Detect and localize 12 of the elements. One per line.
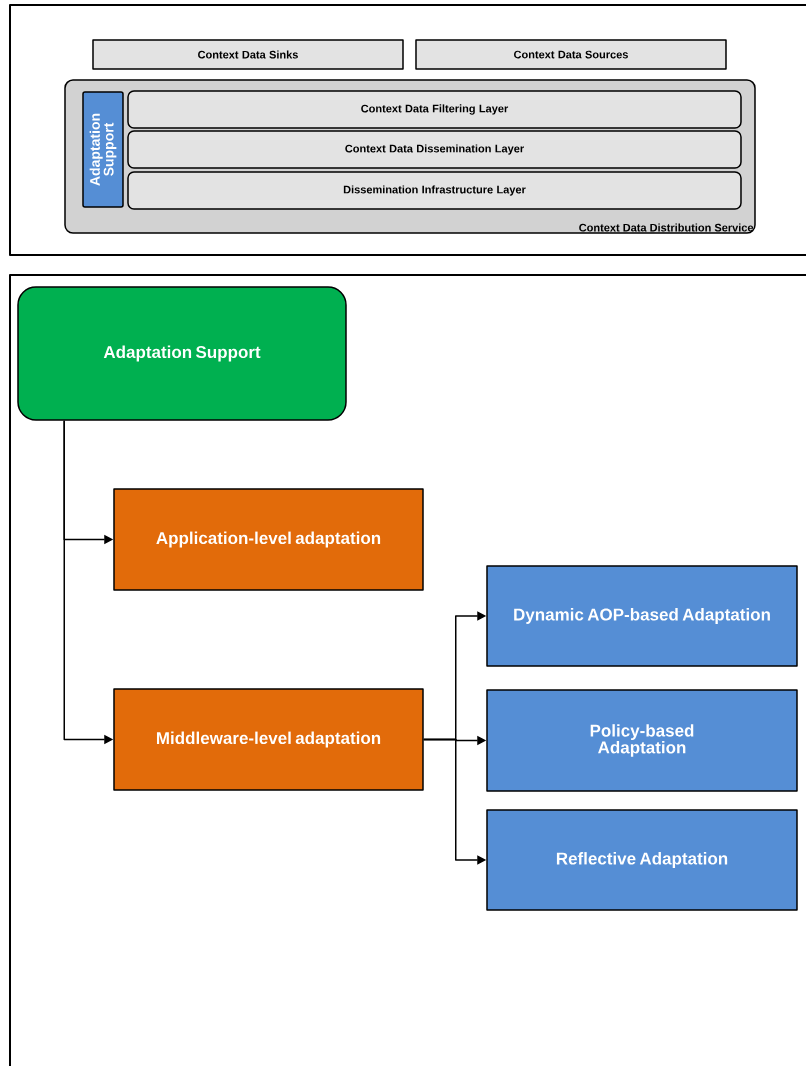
process-box: Dynamic AOP-based Adaptation	[486, 565, 798, 667]
adaptation-box: Adaptation Support	[82, 91, 124, 208]
layer-box: Context Data Filtering Layer	[127, 90, 742, 129]
process-box: Reflective Adaptation	[486, 809, 798, 911]
component-box: Context Data Sinks	[92, 39, 404, 70]
process-box: Application-level adaptation	[113, 488, 424, 591]
process-box: Policy-based Adaptation	[486, 689, 798, 792]
adaptation-support-box: Adaptation Support	[17, 286, 347, 421]
layer-box: Context Data Dissemination Layer	[127, 130, 742, 169]
component-box: Context Data Sources	[415, 39, 727, 70]
layer-box: Dissemination Infrastructure Layer	[127, 171, 742, 210]
process-box: Middleware-level adaptation	[113, 688, 424, 791]
